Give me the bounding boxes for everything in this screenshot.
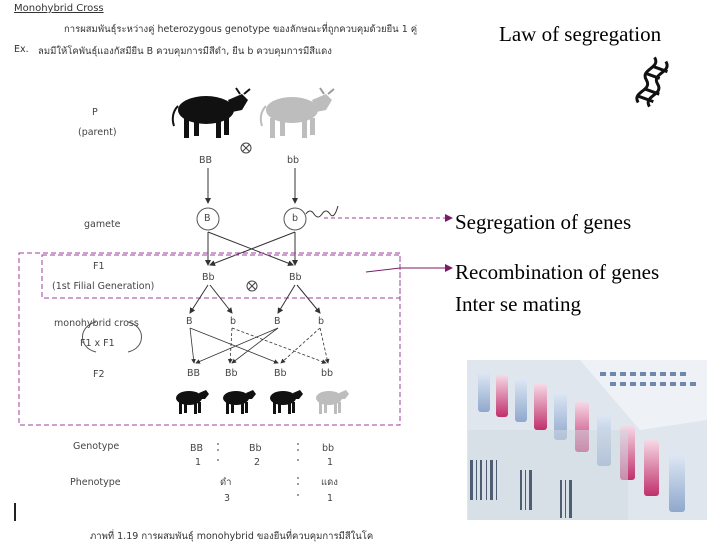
allele-4: b [318, 316, 325, 327]
f1-left-genotype: Bb [202, 272, 215, 283]
f2-bull-black-3-icon [270, 390, 303, 414]
f2-bull-red-icon [316, 390, 349, 414]
f1-box [41, 254, 401, 299]
allele-2: b [230, 316, 237, 327]
f1-subtitle: (1st Filial Generation) [52, 281, 155, 292]
slide-title: Law of segregation [499, 22, 662, 46]
gamete-circle-right [283, 207, 307, 231]
allele-3: B [274, 316, 281, 327]
phenotype-count-1: 3 [224, 493, 231, 504]
red-bull-icon [259, 87, 335, 138]
genotype-BB: BB [190, 443, 204, 454]
phenotype-label: Phenotype [70, 477, 121, 488]
f1-right-genotype: Bb [289, 272, 302, 283]
p-label: P [92, 107, 98, 118]
f1-label: F1 [93, 261, 105, 272]
parent-label: (parent) [78, 127, 117, 138]
lab-vials-photo [467, 360, 707, 520]
parent-right-genotype: bb [287, 155, 300, 166]
genotype-count-1: 1 [195, 457, 202, 468]
black-bull-icon [171, 87, 251, 138]
gamete-circle-left [196, 207, 220, 231]
dna-icon [635, 56, 669, 108]
gamete-left-allele: B [204, 213, 211, 224]
genotype-count-3: 1 [327, 457, 334, 468]
f1xf1-label: F1 x F1 [80, 338, 115, 349]
genotype-count-2: 2 [254, 457, 261, 468]
phenotype-red: แดง [321, 477, 338, 488]
header-description: การผสมพันธุ์ระหว่างคู่ heterozygous geno… [64, 24, 418, 35]
genotype-label: Genotype [73, 441, 120, 452]
genotype-Bb: Bb [249, 443, 262, 454]
monohybrid-cross-label: monohybrid cross [54, 318, 139, 329]
f2-bull-black-1-icon [176, 390, 209, 414]
phenotype-black: ดำ [220, 477, 232, 488]
diagram-title: Monohybrid Cross [14, 3, 104, 14]
f2-genotype-1: BB [187, 368, 201, 379]
f2-genotype-4: bb [321, 368, 334, 379]
example-label: Ex. [14, 44, 29, 55]
genotype-bb: bb [322, 443, 335, 454]
recombination-label: Recombination of genes [455, 260, 660, 284]
example-text: ลมมีให้โคพันธุ์แองกัสมียีน B ควบคุมการมี… [38, 46, 332, 57]
recombination-box [18, 252, 401, 426]
f2-genotype-3: Bb [274, 368, 287, 379]
figure-caption: ภาพที่ 1.19 การผสมพันธุ์ monohybrid ของย… [90, 531, 374, 542]
allele-1: B [186, 316, 193, 327]
f2-genotype-2: Bb [225, 368, 238, 379]
f2-label: F2 [93, 369, 105, 380]
f2-bull-black-2-icon [223, 390, 256, 414]
phenotype-count-2: 1 [327, 493, 334, 504]
gamete-label: gamete [84, 219, 121, 230]
inter-se-label: Inter se mating [455, 292, 581, 316]
parent-left-genotype: BB [199, 155, 213, 166]
segregation-label: Segregation of genes [455, 210, 632, 234]
gamete-right-allele: b [292, 213, 299, 224]
